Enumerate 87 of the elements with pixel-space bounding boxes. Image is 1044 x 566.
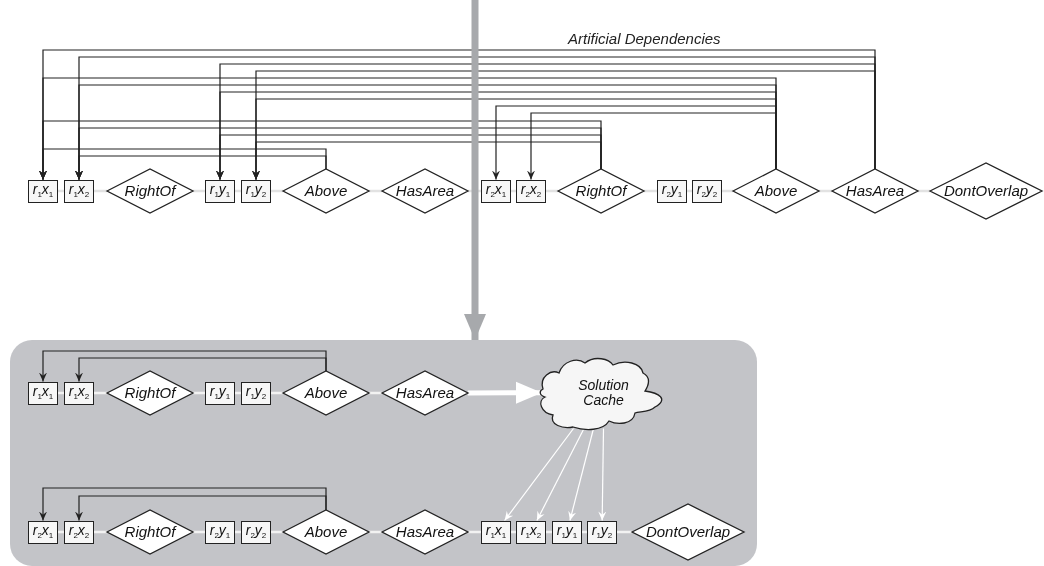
constraint-diamond <box>832 169 918 213</box>
arrow <box>467 381 542 404</box>
constraint-label: HasArea <box>845 183 905 199</box>
variable-label: r$_{1}$x$_{1}$ <box>32 384 54 402</box>
note-label: Artificial Dependencies <box>568 30 721 47</box>
connector-line <box>819 189 832 193</box>
connector-line <box>546 189 558 193</box>
connector-line <box>193 391 205 395</box>
variable-label: r$_{2}$x$_{1}$ <box>485 182 507 200</box>
variable-label: r$_{2}$x$_{2}$ <box>520 182 542 200</box>
constraint-diamond <box>382 371 468 415</box>
arrow <box>536 428 585 522</box>
connector-line <box>511 530 516 534</box>
constraint-label: HasArea <box>395 524 455 540</box>
variable-label: r$_{2}$x$_{2}$ <box>68 523 90 541</box>
connector-line <box>369 530 382 534</box>
variable-label: r$_{1}$x$_{2}$ <box>68 384 90 402</box>
variable-label: r$_{2}$y$_{1}$ <box>209 523 231 541</box>
constraint-diamond <box>382 169 468 213</box>
connector-line <box>617 530 632 534</box>
variable-label: r$_{1}$y$_{2}$ <box>591 523 613 541</box>
constraint-diamond <box>283 169 369 213</box>
arrow <box>568 427 595 522</box>
constraint-label: Above <box>304 183 348 199</box>
connector-line <box>271 530 283 534</box>
connector-line <box>193 530 205 534</box>
constraint-diamond <box>107 169 193 213</box>
variable-label: r$_{1}$y$_{1}$ <box>556 523 578 541</box>
constraint-diamond <box>733 169 819 213</box>
connector-line <box>235 530 241 534</box>
arrow <box>492 105 777 181</box>
variable-label: r$_{1}$x$_{2}$ <box>520 523 542 541</box>
constraint-label: RightOf <box>124 524 176 540</box>
variable-label: r$_{1}$x$_{1}$ <box>32 182 54 200</box>
connector-line <box>94 530 107 534</box>
constraint-label: Above <box>754 183 798 199</box>
constraint-label: Above <box>304 524 348 540</box>
connector-line <box>94 391 107 395</box>
arrow <box>464 0 486 340</box>
connector-line <box>546 530 552 534</box>
connector-line <box>582 530 587 534</box>
variable-label: r$_{1}$y$_{1}$ <box>209 384 231 402</box>
constraint-diamond <box>930 163 1042 219</box>
constraint-label: DontOverlap <box>645 524 731 540</box>
constraint-diamond <box>283 510 369 554</box>
constraint-diamond <box>107 371 193 415</box>
constraint-diamond <box>558 169 644 213</box>
connector-line <box>468 530 481 534</box>
constraint-diamond <box>632 504 744 560</box>
arrow <box>75 495 327 522</box>
connector-line <box>918 189 930 193</box>
arrow <box>39 487 327 522</box>
constraint-label: DontOverlap <box>943 183 1029 199</box>
variable-label: r$_{1}$x$_{2}$ <box>68 182 90 200</box>
connector-line <box>235 391 241 395</box>
arrow <box>598 427 607 522</box>
connector-line <box>193 189 205 193</box>
arrow <box>39 350 327 383</box>
variable-label: r$_{2}$x$_{1}$ <box>32 523 54 541</box>
constraint-label: Above <box>304 385 348 401</box>
constraint-diamond <box>382 510 468 554</box>
connector-line <box>58 530 64 534</box>
variable-label: r$_{2}$y$_{2}$ <box>696 182 718 200</box>
connector-line <box>369 391 382 395</box>
constraint-label: HasArea <box>395 385 455 401</box>
variable-label: r$_{1}$y$_{2}$ <box>245 384 267 402</box>
constraint-label: HasArea <box>395 183 455 199</box>
cache-label: Solution Cache <box>577 377 630 408</box>
constraint-diamond <box>107 510 193 554</box>
connector-line <box>722 189 733 193</box>
constraint-diamond <box>283 371 369 415</box>
arrow <box>527 112 777 181</box>
variable-label: r$_{2}$y$_{1}$ <box>661 182 683 200</box>
variable-label: r$_{1}$y$_{1}$ <box>209 182 231 200</box>
constraint-label: RightOf <box>575 183 627 199</box>
variable-label: r$_{1}$y$_{2}$ <box>245 182 267 200</box>
arrow <box>75 357 327 383</box>
variable-label: r$_{2}$y$_{2}$ <box>245 523 267 541</box>
group-panel <box>10 340 757 566</box>
variable-label: r$_{1}$x$_{1}$ <box>485 523 507 541</box>
constraint-label: RightOf <box>124 183 176 199</box>
connector-line <box>369 189 382 193</box>
arrow <box>504 427 575 522</box>
connector-line <box>58 391 64 395</box>
connector-line <box>271 391 283 395</box>
constraint-label: RightOf <box>124 385 176 401</box>
connector-line <box>271 189 283 193</box>
